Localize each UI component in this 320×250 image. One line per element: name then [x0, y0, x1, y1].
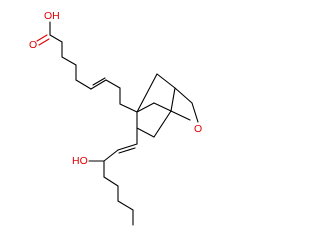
carboxyl-oh-label: OH: [44, 10, 60, 22]
bond-c1-o-double-b: [38, 38, 50, 46]
bond-ring-c: [170, 87, 176, 112]
bond-c3-c4: [61, 56, 77, 66]
carbonyl-o-label: O: [29, 39, 37, 51]
bond-l2-double: [118, 147, 136, 154]
bond-c1-o-double-a: [36, 34, 48, 42]
bond-ring-g: [170, 110, 191, 121]
ring-o-label: O: [194, 123, 202, 135]
bond-l3: [103, 149, 119, 162]
bond-c6-c7-double: [92, 77, 106, 86]
bond-c7-c8: [105, 79, 121, 89]
carboxylic-acid-group: OH O: [29, 10, 60, 51]
bond-ring-j: [153, 110, 172, 138]
bicyclic-ring-system: O: [136, 73, 202, 138]
bond-ring-i: [136, 127, 155, 138]
bond-l7: [117, 200, 134, 211]
bond-l5: [103, 176, 119, 187]
bond-c6-c7: [90, 79, 107, 90]
bond-c1-c2: [49, 34, 63, 43]
bond-ring-a: [136, 102, 155, 113]
bond-c5-c6: [75, 79, 92, 90]
lower-side-chain: HO: [72, 127, 138, 226]
hydroxyl-label: HO: [72, 155, 88, 167]
bond-c9-ring: [119, 103, 138, 113]
bond-ring-e: [136, 73, 158, 113]
structure-canvas: OH O: [29, 10, 203, 226]
bond-ring-d: [156, 73, 176, 89]
bond-ring-f: [174, 87, 193, 104]
upper-side-chain: [49, 34, 138, 113]
skeletal-formula: OH O: [29, 10, 202, 226]
bond-ring-b: [153, 102, 172, 112]
bond-ring-to-o: [191, 102, 199, 123]
bond-l2: [117, 143, 138, 151]
